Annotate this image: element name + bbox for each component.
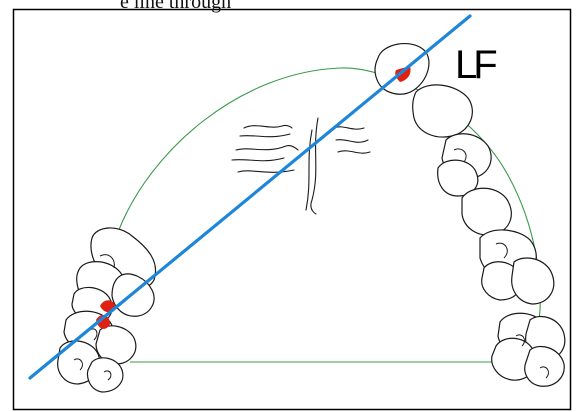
right-teeth bbox=[374, 42, 566, 387]
reference-line bbox=[28, 14, 472, 380]
figure-border bbox=[12, 8, 572, 411]
left-teeth bbox=[57, 227, 157, 393]
top-caption: e line through bbox=[120, 0, 232, 13]
landmark-mark-left-lower bbox=[96, 315, 110, 329]
lf-label: LF bbox=[455, 43, 496, 87]
palatal-rugae bbox=[231, 117, 371, 215]
